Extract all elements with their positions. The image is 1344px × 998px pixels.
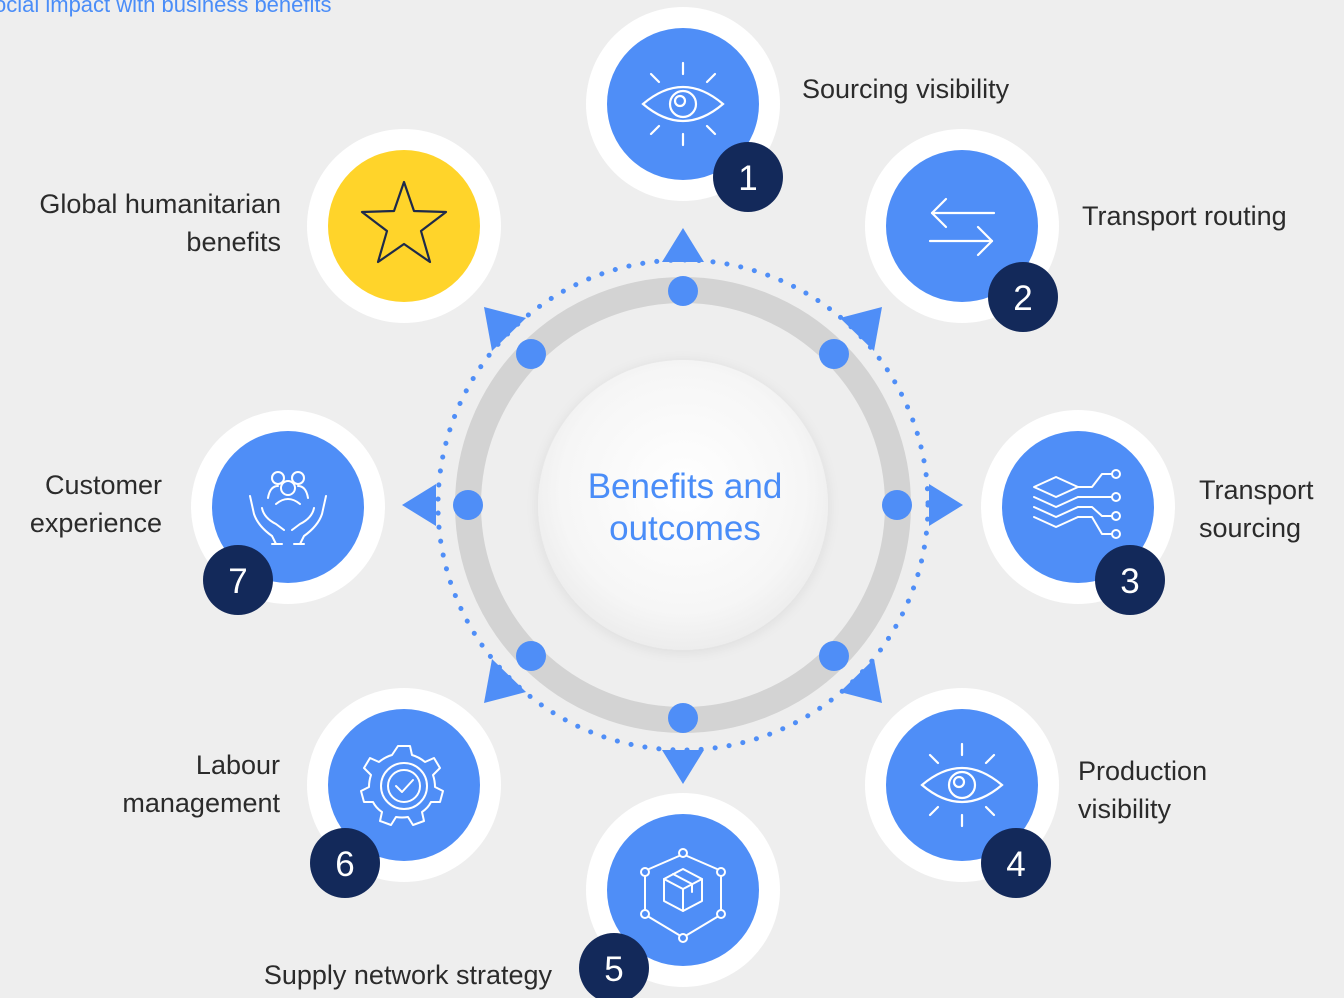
label-line: benefits <box>186 227 281 257</box>
center-disc <box>538 360 828 650</box>
layers-network-icon <box>1033 469 1121 539</box>
arrow-down-right-icon <box>840 659 882 703</box>
label-transport-routing: Transport routing <box>1082 197 1287 235</box>
node-number: 3 <box>1120 562 1139 601</box>
ring-dot <box>819 641 849 671</box>
label-customer-experience: Customer experience <box>30 466 162 542</box>
center-title: Benefits and outcomes <box>520 466 850 550</box>
label-line: Production <box>1078 756 1208 786</box>
node-number: 4 <box>1006 845 1025 884</box>
label-line: experience <box>29 508 162 538</box>
node-number: 1 <box>738 159 757 198</box>
arrow-up-right-icon <box>840 307 882 351</box>
center-title-line2: outcomes <box>609 509 761 548</box>
center-title-line1: Benefits and <box>587 467 783 506</box>
label-line: sourcing <box>1199 513 1302 543</box>
node-1: 1 <box>586 7 783 212</box>
label-transport-sourcing: Transport sourcing <box>1199 471 1314 547</box>
label-labour-management: Labour management <box>122 746 280 822</box>
label-production-visibility: Production visibility <box>1078 752 1207 828</box>
arrow-down-left-icon <box>484 659 526 703</box>
ring-dot <box>668 703 698 733</box>
label-line: management <box>122 788 280 818</box>
arrows-exchange-icon <box>928 197 996 257</box>
subtitle: ocial impact with business benefits <box>0 0 332 17</box>
gear-check-icon <box>360 745 444 826</box>
node-number: 5 <box>604 950 623 989</box>
box-network-icon <box>640 848 726 943</box>
arrow-left-icon <box>402 484 436 526</box>
eye-icon <box>920 742 1004 828</box>
arrow-up-left-icon <box>484 307 526 351</box>
node-6: 6 <box>307 688 501 898</box>
arrow-down-icon <box>662 750 704 784</box>
ring-dot <box>453 490 483 520</box>
label-line: Customer <box>44 470 162 500</box>
label-sourcing-visibility: Sourcing visibility <box>802 70 1009 108</box>
label-supply-network-strategy: Supply network strategy <box>264 956 552 994</box>
star-icon <box>360 180 448 264</box>
node-7: 7 <box>191 410 385 615</box>
label-line: Transport routing <box>1082 201 1287 231</box>
node-4: 4 <box>865 688 1059 898</box>
node-3: 3 <box>981 410 1175 615</box>
arrow-up-icon <box>662 228 704 262</box>
label-line: visibility <box>1078 794 1172 824</box>
node-global-humanitarian <box>307 129 501 323</box>
ring-dot <box>819 339 849 369</box>
node-2: 2 <box>865 129 1059 332</box>
node-number: 7 <box>228 562 247 601</box>
eye-icon <box>641 61 725 147</box>
label-line: Labour <box>195 750 280 780</box>
arrow-right-icon <box>929 484 963 526</box>
ring-dot <box>516 641 546 671</box>
ring-dot <box>516 339 546 369</box>
node-number: 6 <box>335 845 354 884</box>
label-line: Sourcing visibility <box>802 74 1010 104</box>
label-global-humanitarian-benefits: Global humanitarian benefits <box>39 185 281 261</box>
ring-dot <box>882 490 912 520</box>
label-line: Transport <box>1199 475 1314 505</box>
hands-people-icon <box>249 471 327 545</box>
label-line: Global humanitarian <box>39 189 281 219</box>
ring-dot <box>668 276 698 306</box>
node-number: 2 <box>1013 279 1032 318</box>
node-5: 5 <box>579 793 780 998</box>
label-line: Supply network strategy <box>263 960 552 990</box>
